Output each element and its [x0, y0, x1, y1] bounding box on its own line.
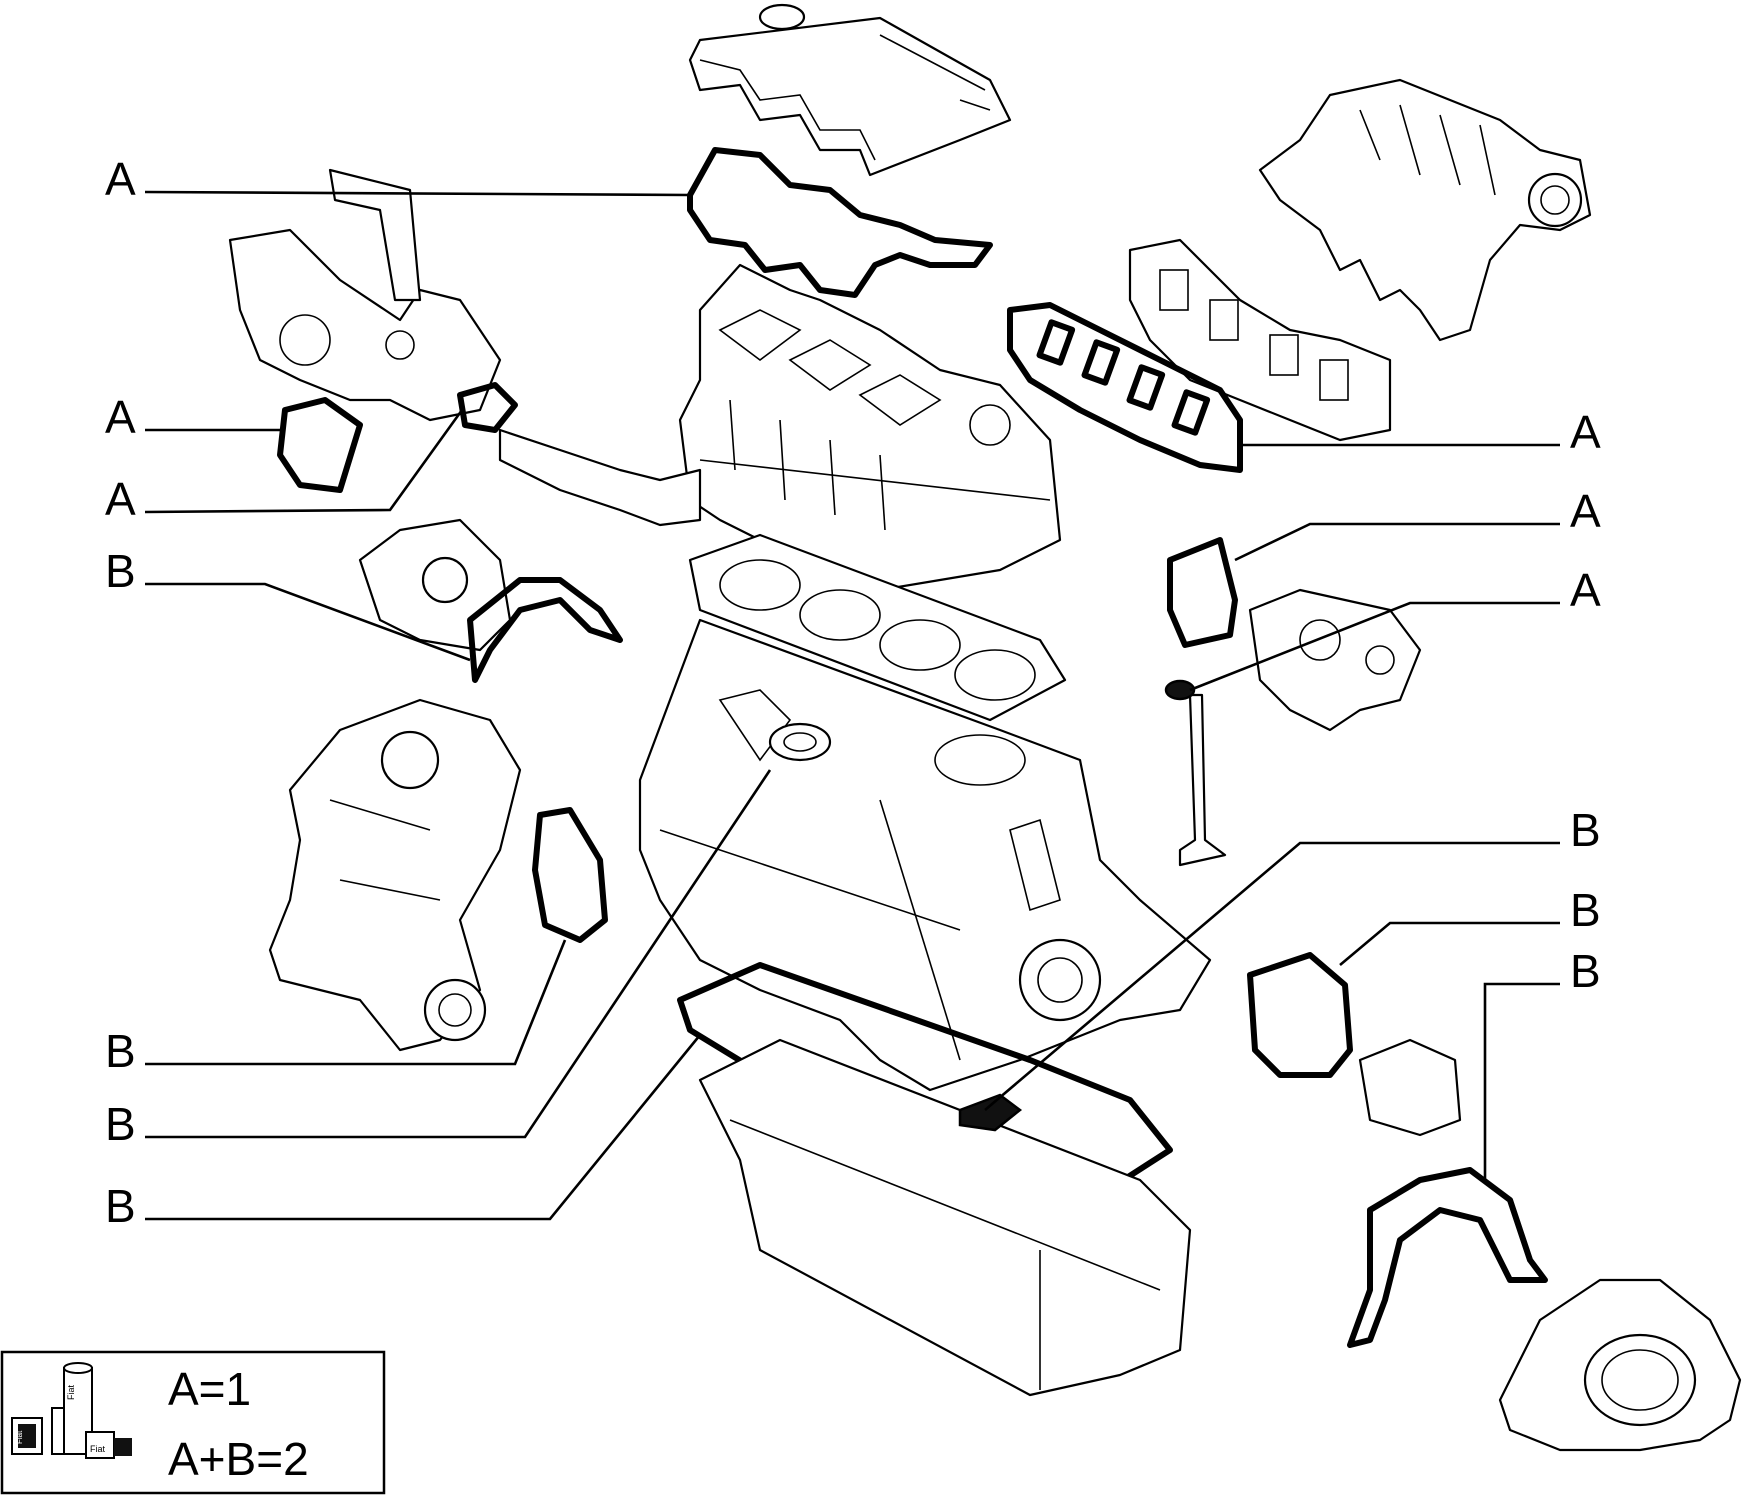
- oil-pickup-gasket: [958, 1093, 1023, 1132]
- callout-label: B: [1570, 884, 1601, 936]
- valve-stem-seal: [1164, 679, 1196, 701]
- oil-filter-seal: [768, 722, 832, 762]
- front-cover-gasket: [467, 577, 623, 683]
- exhaust-pipe: [498, 428, 702, 527]
- legend-box-label: Fiat: [66, 1384, 76, 1400]
- head-gasket: [688, 533, 1067, 722]
- callout-labels: A A A B A A A B B B B B B: [105, 153, 1601, 1232]
- side-cover-gasket: [1247, 952, 1353, 1078]
- intake-manifold-gasket: [1007, 302, 1243, 473]
- callout-label: B: [105, 1180, 136, 1232]
- rear-seal-carrier: [1498, 1278, 1742, 1452]
- callout-label: A: [105, 391, 136, 443]
- thermostat-housing-gasket: [277, 397, 363, 493]
- legend-line-1: A=1: [168, 1363, 251, 1415]
- valve-cover-gasket: [687, 147, 993, 298]
- parts-box-icon: Fiat Fiat Fiat: [11, 1362, 132, 1459]
- callout-label: A: [105, 153, 136, 205]
- callout-label: B: [1570, 945, 1601, 997]
- exhaust-manifold: [1128, 238, 1392, 442]
- callout-label: B: [105, 545, 136, 597]
- legend-box: Fiat Fiat Fiat A=1 A+B=2: [0, 1350, 386, 1495]
- rear-seal-carrier-gasket: [1347, 1167, 1548, 1348]
- callout-label: A: [1570, 564, 1601, 616]
- exhaust-flange-gasket: [457, 382, 518, 433]
- engine-mount-bracket: [268, 698, 522, 1052]
- legend-box-label: Fiat: [15, 1430, 24, 1444]
- callout-label: A: [1570, 406, 1601, 458]
- callout-label: B: [105, 1098, 136, 1150]
- callout-label: A: [105, 473, 136, 525]
- water-outlet-housing: [1248, 588, 1422, 732]
- callout-label: A: [1570, 485, 1601, 537]
- oil-pump-gasket: [532, 807, 608, 943]
- legend-line-2: A+B=2: [168, 1433, 309, 1485]
- oil-pump-housing: [358, 518, 512, 652]
- valve: [1178, 693, 1227, 867]
- side-cover-plate: [1358, 1038, 1462, 1137]
- cylinder-head: [678, 263, 1062, 592]
- callout-label: B: [105, 1025, 136, 1077]
- intake-manifold: [1258, 78, 1592, 342]
- callout-label: B: [1570, 804, 1601, 856]
- thermostat-housing: [228, 168, 502, 422]
- leader-lines: [144, 190, 1560, 1221]
- water-outlet-gasket: [1167, 537, 1238, 648]
- legend-box-label: Fiat: [90, 1444, 106, 1454]
- valve-cover: [688, 3, 1012, 177]
